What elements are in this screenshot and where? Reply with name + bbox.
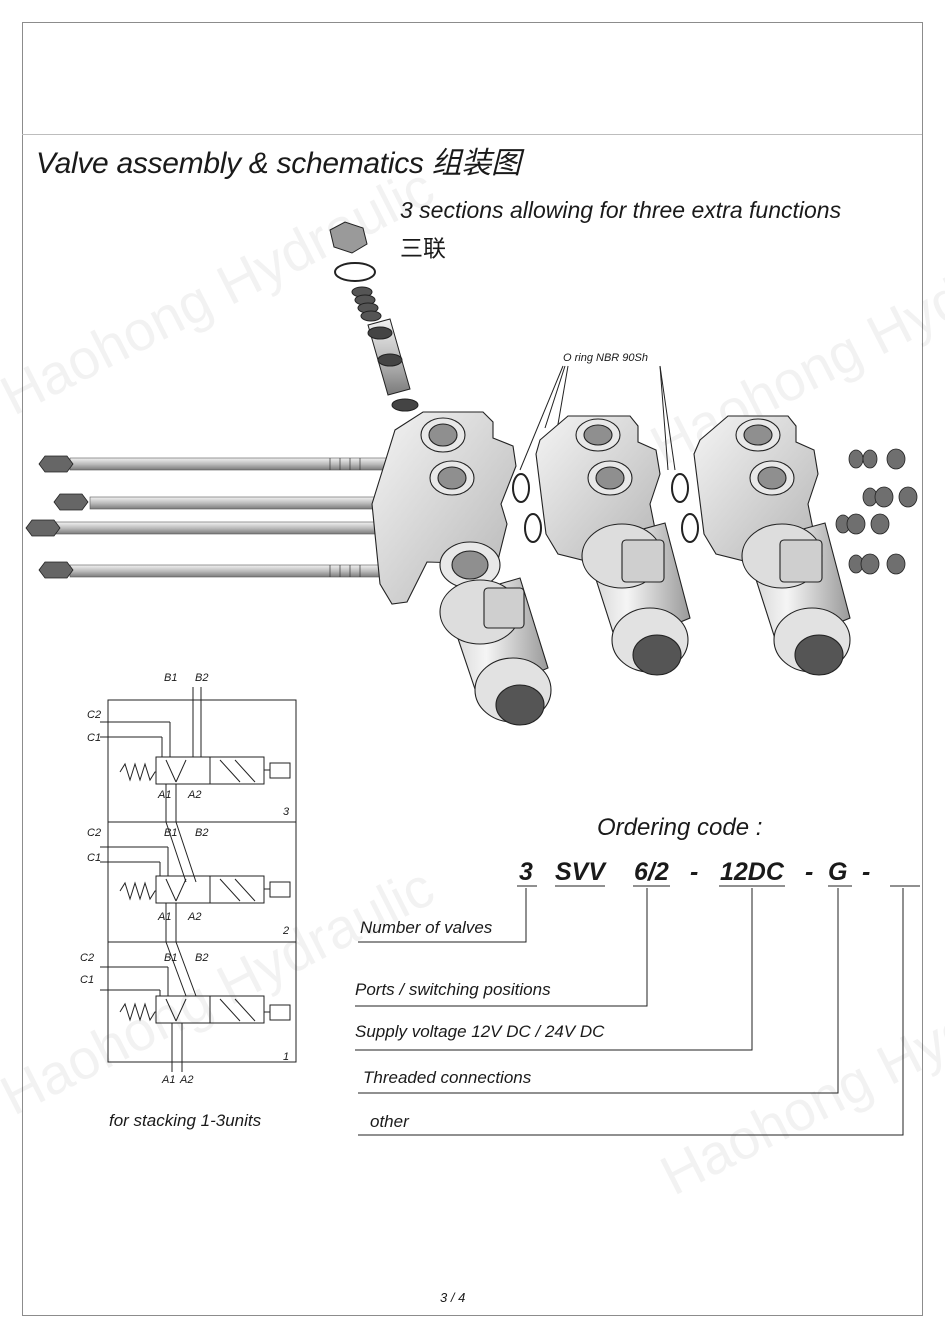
assembly-subtitle-cn: 三联 [400,235,446,261]
port-label-c1: C1 [80,974,95,986]
code-threads: G [828,858,848,886]
port-label-a2: A2 [180,1074,194,1086]
valve-section-3 [693,415,851,676]
oring-label: O ring NBR 90Sh [563,352,648,364]
valve-section-2 [535,415,699,676]
port-label-b1: B1 [164,672,178,684]
section-number: 3 [283,806,290,818]
port-label-b2: B2 [195,827,209,839]
port-label-b1: B1 [164,827,178,839]
port-label-c2: C2 [87,709,102,721]
section-number: 2 [283,925,290,937]
oring-leader-lines [519,365,676,471]
port-label-a2: A2 [188,911,202,923]
port-label-a1: A1 [158,789,172,801]
hex-nuts [835,448,918,575]
port-label-c1: C1 [87,732,102,744]
header-divider [22,134,922,135]
page-frame [22,22,923,1316]
page-title: Valve assembly & schematics 组装图 [36,147,521,180]
port-label-c2: C2 [80,952,95,964]
port-label-a1: A1 [162,1074,176,1086]
desc-threads: Threaded connections [363,1068,532,1087]
port-label-a2: A2 [188,789,202,801]
port-label-b2: B2 [195,672,209,684]
code-dash: - [690,858,699,886]
port-label-a1: A1 [158,911,172,923]
code-number-of-valves: 3 [519,858,533,886]
page-number: 3 / 4 [440,1290,466,1305]
port-label-b2: B2 [195,952,209,964]
assembly-subtitle: 3 sections allowing for three extra func… [400,197,842,223]
code-ports: 6/2 [634,858,669,886]
valve-section-1 [371,411,552,726]
ordering-code-title: Ordering code : [597,814,763,841]
code-voltage: 12DC [720,858,784,886]
relief-valve-parts [329,221,419,412]
desc-number-of-valves: Number of valves [360,918,493,937]
valve-assembly-illustration [25,221,918,726]
section-number: 1 [283,1051,290,1063]
schematic-caption: for stacking 1-3units [109,1111,262,1130]
code-series: SVV [555,858,606,886]
desc-voltage: Supply voltage 12V DC / 24V DC [355,1022,605,1041]
port-label-b1: B1 [164,952,178,964]
desc-other: other [370,1112,409,1131]
desc-ports: Ports / switching positions [355,980,551,999]
code-dash: - [862,858,871,886]
port-label-c1: C1 [87,852,102,864]
code-dash: - [805,858,814,886]
tie-rods [25,455,391,579]
port-label-c2: C2 [87,827,102,839]
